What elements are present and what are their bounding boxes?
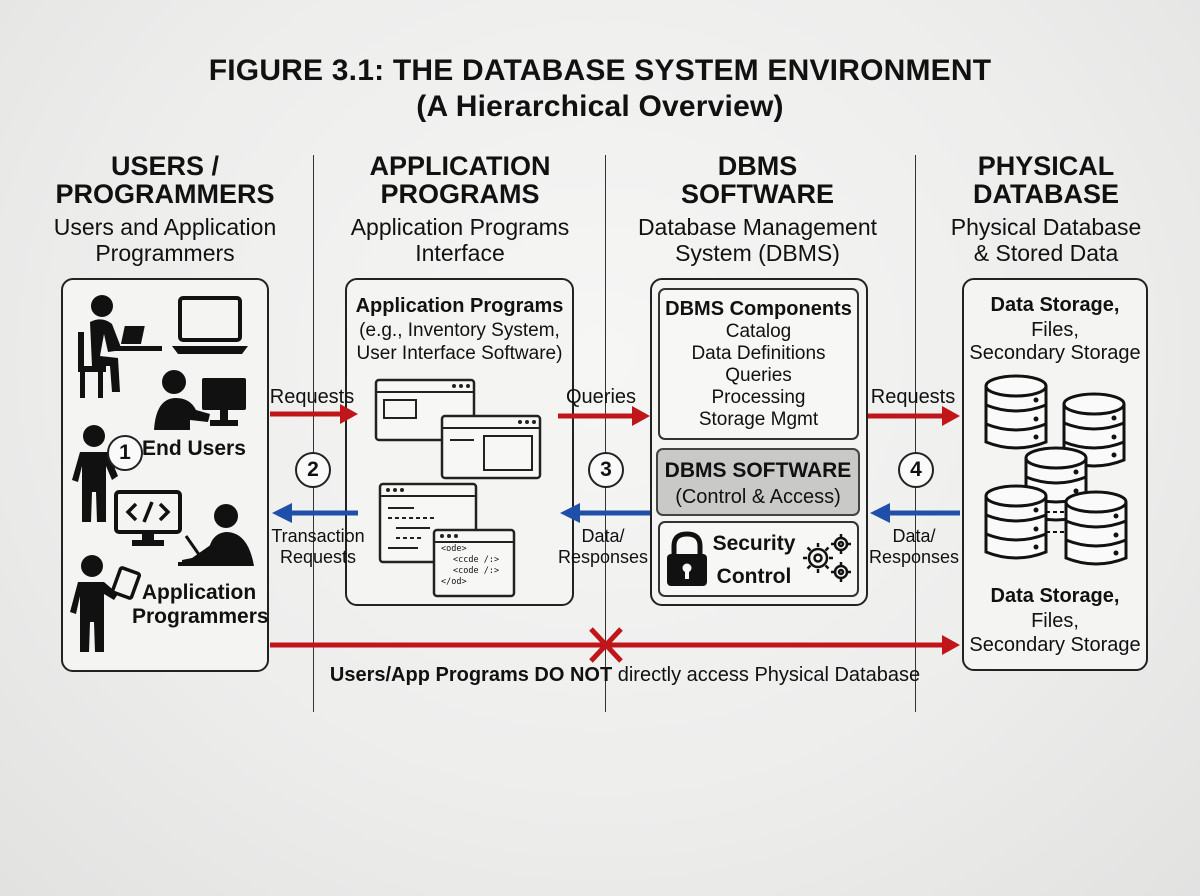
access-warning-note: Users/App Programs DO NOT directly acces…: [300, 664, 950, 687]
column-subheading: & Stored Data: [973, 240, 1119, 266]
arrow-head: [272, 503, 292, 523]
program-windows-icon: [374, 378, 542, 598]
data-responses-line: Responses: [557, 547, 649, 567]
step-3-badge: 3: [588, 452, 624, 488]
column-subheading: Interface: [415, 240, 505, 266]
transaction-requests-label: Transaction Requests: [268, 526, 368, 568]
requests-label-1: Requests: [269, 386, 355, 408]
user-computer-icon: [154, 370, 246, 430]
dbms-component-item: Storage Mgmt: [698, 409, 819, 430]
code-line: <code /:>: [453, 566, 500, 576]
programmer-writing-icon: [178, 504, 254, 566]
column-heading: PROGRAMMERS: [55, 179, 275, 209]
programmer-tablet-icon: [70, 555, 142, 652]
access-warning-bold: Users/App Programs DO NOT: [329, 664, 613, 686]
arrow-head: [632, 406, 650, 426]
dbms-component-item: Processing: [711, 387, 806, 408]
dbms-component-item: Queries: [725, 365, 792, 386]
security-control-label: Security Control: [708, 527, 800, 593]
arrow-head: [870, 503, 890, 523]
column-heading: APPLICATION: [369, 151, 551, 181]
storage-label-top: Secondary Storage: [969, 342, 1141, 364]
access-warning-rest: directly access Physical Database: [612, 664, 921, 686]
code-snippet: <ode> <ccde /:> <code /:> </od>: [441, 544, 513, 588]
transaction-requests-line: Transaction: [271, 526, 365, 546]
step-4-badge: 4: [898, 452, 934, 488]
column-heading: SOFTWARE: [681, 179, 834, 209]
standing-user-icon: [72, 425, 118, 522]
laptop-icon: [172, 296, 248, 354]
code-line: <ode>: [441, 544, 467, 554]
storage-label-bottom: Secondary Storage: [969, 634, 1141, 656]
column-header-app: APPLICATION PROGRAMS Application Program…: [330, 152, 590, 266]
column-heading: PROGRAMS: [380, 179, 540, 209]
column-subheading: Application Programs: [350, 214, 570, 240]
arrow-head: [340, 404, 358, 424]
code-monitor-icon: [114, 490, 182, 546]
database-cylinders-icon: [984, 374, 1128, 566]
code-line: <ccde /:>: [453, 555, 500, 565]
step-2-badge: 2: [295, 452, 331, 488]
user-desk-icon: [78, 295, 162, 398]
column-header-users: USERS / PROGRAMMERS Users and Applicatio…: [40, 152, 290, 266]
step-1-badge: 1: [107, 435, 143, 471]
dbms-components-title: DBMS Components: [665, 298, 852, 320]
requests-label-3: Requests: [870, 386, 956, 408]
dbms-component-item: Catalog: [725, 321, 792, 342]
column-subheading: Programmers: [95, 240, 235, 266]
dbms-software-title: DBMS SOFTWARE: [664, 459, 852, 482]
app-programmers-label-line: Application: [141, 581, 257, 604]
arrow-head: [942, 406, 960, 426]
column-subheading: Physical Database: [950, 214, 1142, 240]
column-subheading: Database Management: [637, 214, 878, 240]
data-responses-line: Data/: [892, 526, 936, 546]
column-divider: [313, 155, 314, 712]
data-responses-line: Data/: [581, 526, 625, 546]
data-responses-label-1: Data/ Responses: [555, 526, 651, 568]
storage-label-top: Data Storage,: [990, 294, 1120, 316]
security-control-line: Control: [716, 565, 792, 588]
queries-label: Queries: [565, 386, 637, 408]
column-heading: PHYSICAL: [977, 151, 1115, 181]
lock-icon: [667, 531, 707, 586]
column-divider: [605, 155, 606, 712]
gears-icon: [803, 534, 851, 582]
column-header-physical: PHYSICAL DATABASE Physical Database & St…: [930, 152, 1162, 266]
figure-title: FIGURE 3.1: THE DATABASE SYSTEM ENVIRONM…: [208, 54, 992, 87]
column-divider: [915, 155, 916, 712]
dbms-software-panel: DBMS SOFTWARE (Control & Access): [656, 448, 860, 516]
storage-label-top: Files,: [1031, 319, 1079, 341]
app-programs-desc: (e.g., Inventory System,: [359, 320, 560, 341]
app-programmers-label: Application Programmers: [132, 581, 269, 629]
figure-subtitle: (A Hierarchical Overview): [416, 90, 784, 123]
app-programs-title: Application Programs: [355, 295, 564, 317]
dbms-software-sub: (Control & Access): [675, 486, 841, 508]
column-subheading: Users and Application: [53, 214, 277, 240]
security-control-line: Security: [712, 532, 796, 555]
end-users-label: End Users: [142, 437, 246, 460]
column-subheading: System (DBMS): [675, 240, 840, 266]
data-responses-label-2: Data/ Responses: [866, 526, 962, 568]
storage-label-bottom: Data Storage,: [990, 585, 1120, 607]
arrow-head: [560, 503, 580, 523]
code-line: </od>: [441, 577, 467, 587]
storage-label-bottom: Files,: [1031, 610, 1079, 632]
column-heading: USERS /: [110, 151, 220, 181]
dbms-component-item: Data Definitions: [691, 343, 826, 364]
app-programs-desc: User Interface Software): [356, 343, 563, 364]
column-heading: DBMS: [717, 151, 798, 181]
arrow-head: [942, 635, 960, 655]
dbms-components-panel: DBMS Components Catalog Data Definitions…: [658, 288, 859, 440]
column-header-dbms: DBMS SOFTWARE Database Management System…: [625, 152, 890, 266]
transaction-requests-line: Requests: [279, 547, 357, 567]
data-responses-line: Responses: [868, 547, 960, 567]
app-programmers-label-line: Programmers: [132, 605, 269, 628]
column-heading: DATABASE: [973, 179, 1119, 209]
